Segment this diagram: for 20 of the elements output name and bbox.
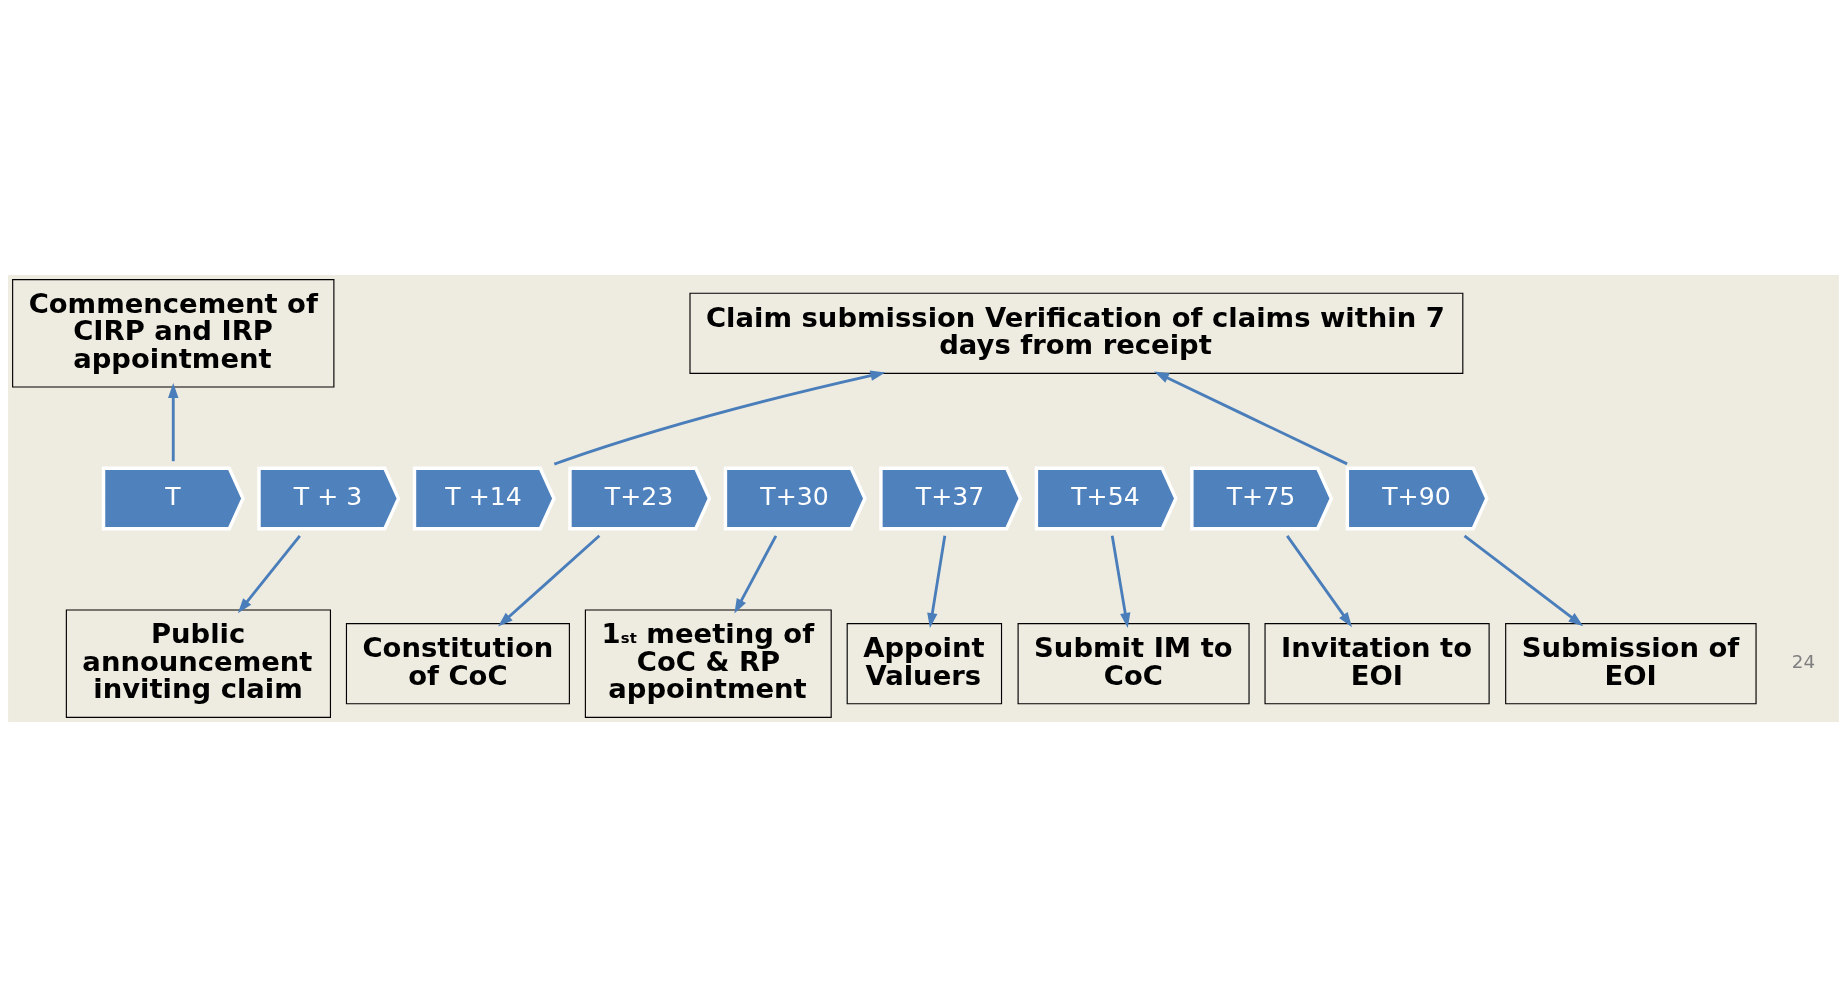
node-box: Submission of EOI xyxy=(1505,622,1757,704)
node-box: Claim submission Verification of claims within 7 days from receipt xyxy=(689,292,1464,374)
arrow xyxy=(734,534,778,614)
arrow xyxy=(927,535,947,628)
arrow xyxy=(1154,371,1348,465)
node-box: Public announcement inviting claim xyxy=(65,608,331,718)
arrow xyxy=(1286,534,1352,627)
node-box: Commencement of CIRP and IRP appointment xyxy=(12,278,335,388)
node-box: Submit IM to CoC xyxy=(1017,622,1250,704)
node-box: Invitation to EOI xyxy=(1264,622,1490,704)
node-box: Constitution of CoC xyxy=(345,622,570,704)
arrow xyxy=(168,382,179,461)
node-box: Appoint Valuers xyxy=(846,622,1003,704)
arrow xyxy=(237,534,301,613)
arrow xyxy=(1110,535,1131,628)
node-box: 1st meeting of CoC & RP appointment xyxy=(584,608,832,718)
arrow xyxy=(498,534,601,627)
arrow xyxy=(1463,534,1584,626)
label: 24 xyxy=(1791,650,1816,672)
arrow xyxy=(553,370,886,465)
